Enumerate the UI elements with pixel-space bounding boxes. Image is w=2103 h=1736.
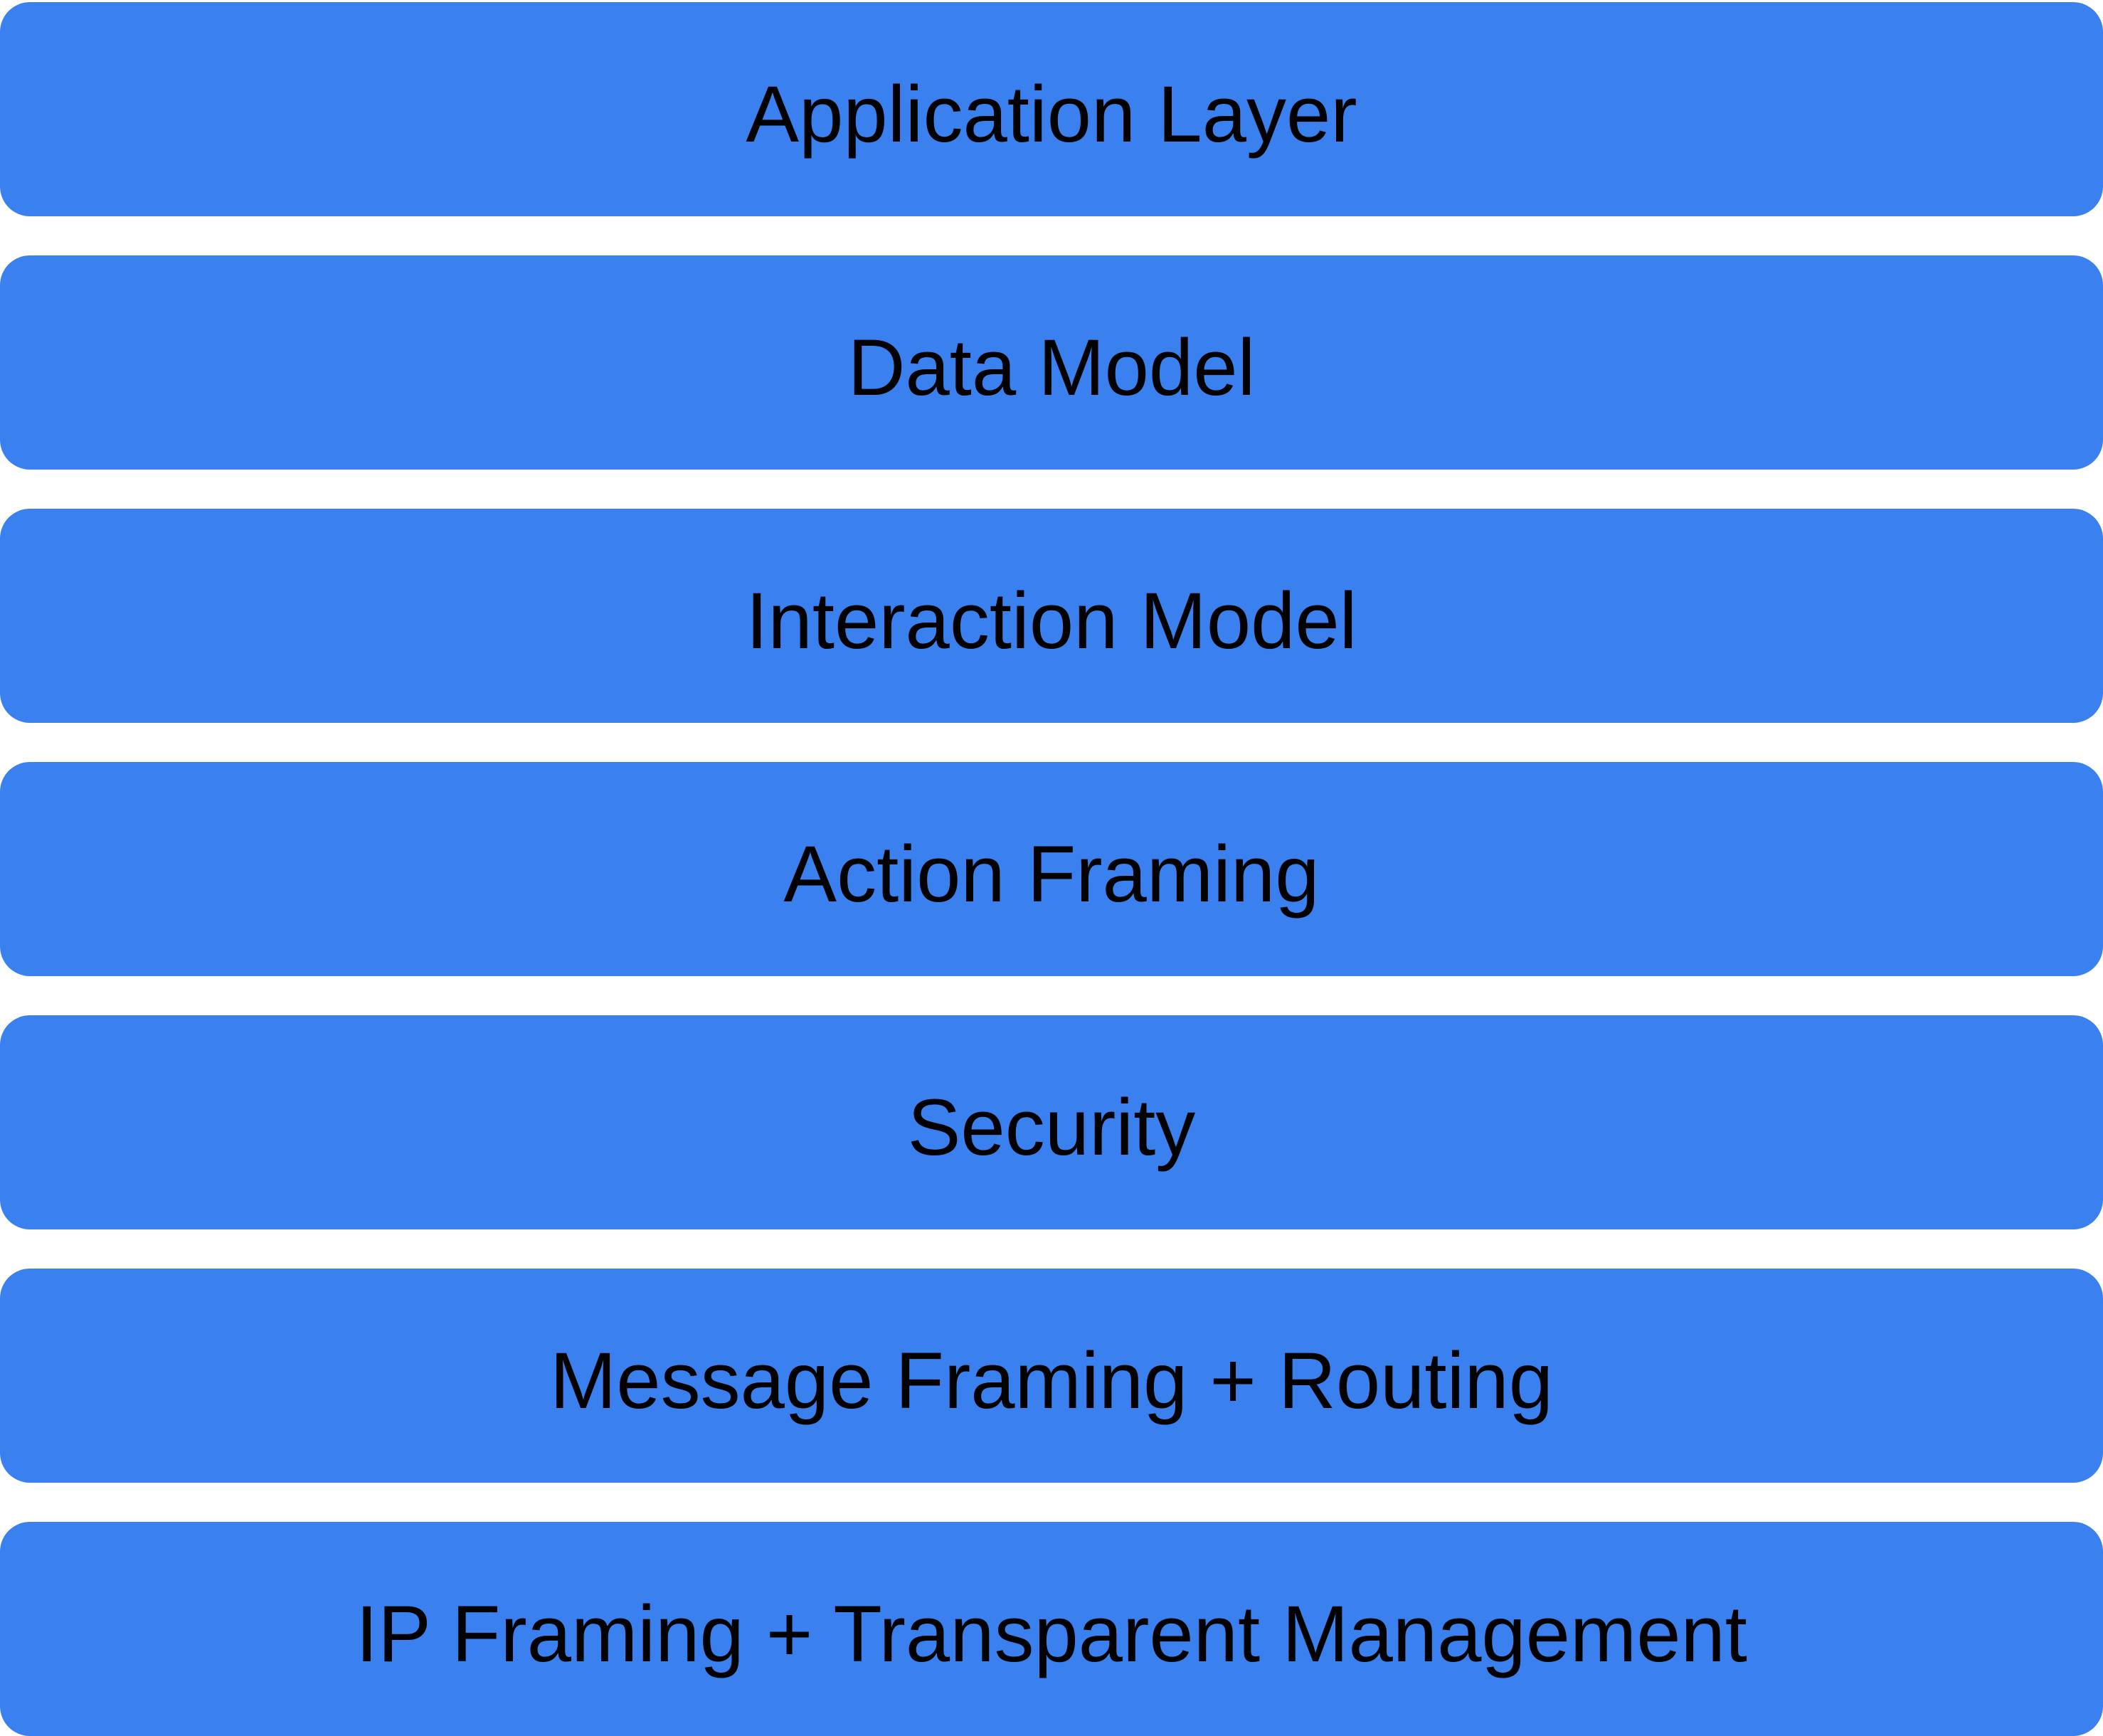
layer-block-security: Security	[0, 1015, 2103, 1229]
layer-label-security: Security	[907, 1082, 1196, 1172]
layer-label-application-layer: Application Layer	[746, 69, 1357, 159]
layer-block-action-framing: Action Framing	[0, 762, 2103, 976]
layer-label-action-framing: Action Framing	[783, 829, 1320, 919]
layer-label-data-model: Data Model	[847, 322, 1256, 412]
layer-label-interaction-model: Interaction Model	[746, 576, 1357, 665]
layer-block-data-model: Data Model	[0, 255, 2103, 470]
layer-block-message-framing-routing: Message Framing + Routing	[0, 1269, 2103, 1483]
layer-label-ip-framing-transparent-management: IP Framing + Transparent Management	[356, 1589, 1747, 1678]
layer-block-interaction-model: Interaction Model	[0, 509, 2103, 723]
layer-block-ip-framing-transparent-management: IP Framing + Transparent Management	[0, 1522, 2103, 1736]
layer-block-application-layer: Application Layer	[0, 2, 2103, 216]
layer-label-message-framing-routing: Message Framing + Routing	[549, 1335, 1553, 1425]
